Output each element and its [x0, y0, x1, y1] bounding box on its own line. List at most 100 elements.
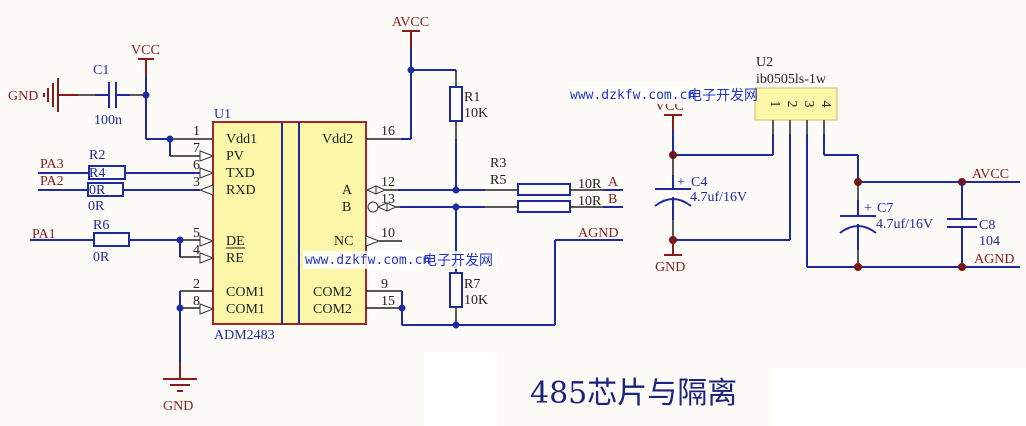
- u1-pin-name: Vdd2: [322, 132, 353, 147]
- resistor-r3: [517, 183, 571, 196]
- svg-text:电子开发网: 电子开发网: [688, 88, 758, 104]
- capacitor-c1: [95, 82, 130, 108]
- u2-ref: U2: [756, 55, 773, 70]
- junction: [398, 304, 406, 312]
- c4-value: 4.7uf/16V: [690, 190, 747, 205]
- ic-u2-ib0505ls: [754, 87, 838, 121]
- u1-pin-name: COM1: [226, 285, 265, 300]
- r7-value: 10K: [464, 293, 488, 308]
- svg-text:www.dzkfw.com.cn: www.dzkfw.com.cn: [570, 88, 695, 103]
- watermark-top: www.dzkfw.com.cn 电子开发网: [568, 86, 758, 104]
- u1-pin-num: 9: [381, 277, 388, 292]
- r2-ref: R2: [89, 148, 105, 163]
- ic-u1-adm2483: [212, 121, 367, 325]
- u1-pin-num: 4: [193, 243, 200, 258]
- gnd-symbol-left: [43, 78, 78, 112]
- r4-ref: R4: [89, 166, 105, 181]
- u1-pin-name: COM2: [313, 285, 352, 300]
- gnd-label: GND: [8, 89, 38, 104]
- net-b-label: B: [608, 192, 617, 207]
- r3-value: 10R: [578, 177, 602, 192]
- r4-value: 0R: [88, 199, 105, 214]
- background-patch: [773, 368, 1026, 426]
- u1-pin-num: 6: [193, 158, 200, 173]
- resistor-r6: [93, 232, 130, 247]
- c4-ref: C4: [691, 175, 707, 190]
- u1-pin-num: 5: [193, 226, 200, 241]
- agnd-label-mid: AGND: [578, 226, 618, 241]
- junction: [452, 321, 460, 329]
- svg-text:2: 2: [784, 101, 799, 108]
- bidir-pin-b: [367, 201, 398, 213]
- r3-ref: R3: [490, 156, 506, 171]
- u1-pin-num: 15: [381, 294, 395, 309]
- u1-pin-name: DE: [226, 234, 245, 249]
- u1-pin-name: NC: [334, 234, 353, 249]
- pa2-label: PA2: [40, 174, 64, 189]
- svg-text:4: 4: [818, 101, 833, 108]
- u1-pin-name: Vdd1: [226, 132, 257, 147]
- resistor-r5: [517, 200, 571, 213]
- u1-pin-num: 10: [381, 226, 395, 241]
- c8-ref: C8: [979, 218, 995, 233]
- r1-ref: R1: [464, 90, 480, 105]
- vcc-symbol-right: [664, 114, 682, 130]
- gnd-label-bottom: GND: [163, 399, 193, 414]
- c1-value: 100n: [94, 113, 122, 128]
- capacitor-c7-polarized: [839, 200, 877, 250]
- u1-part: ADM2483: [214, 328, 275, 343]
- u1-pin-name: COM1: [226, 302, 265, 317]
- u1-pin-num: 8: [193, 294, 200, 309]
- svg-text:1: 1: [767, 101, 782, 108]
- junction: [854, 263, 862, 271]
- junction: [142, 91, 150, 99]
- watermark-middle: www.dzkfw.com.cn 电子开发网: [303, 251, 497, 269]
- r5-value: 10R: [578, 194, 602, 209]
- u1-pin-num: 16: [381, 124, 395, 139]
- r1-value: 10K: [464, 106, 488, 121]
- c8-value: 104: [979, 234, 1000, 249]
- pa1-label: PA1: [32, 227, 56, 242]
- r7-ref: R7: [464, 277, 480, 292]
- u1-pin-name: RXD: [226, 183, 256, 198]
- c1-ref: C1: [93, 63, 109, 78]
- vcc-symbol-left: [138, 58, 154, 75]
- c7-value: 4.7uf/16V: [876, 217, 933, 232]
- r2-value: 0R: [89, 183, 106, 198]
- u1-ref: U1: [214, 107, 231, 122]
- gnd-symbol-right: [664, 240, 682, 256]
- u1-pin-name: B: [342, 200, 351, 215]
- bidir-pin-a: [365, 185, 387, 195]
- u2-part: ib0505ls-1w: [756, 72, 827, 87]
- c7-ref: C7: [877, 201, 893, 216]
- c4-polarity: +: [677, 175, 685, 190]
- u1-pin-name: TXD: [226, 166, 255, 181]
- u1-pin-name: RE: [226, 251, 244, 266]
- u1-pin-num: 3: [193, 175, 200, 190]
- gnd-label-right: GND: [655, 260, 685, 275]
- gnd-symbol-bottom: [163, 362, 197, 392]
- avcc-symbol-top: [402, 30, 420, 48]
- vcc-label-left: VCC: [131, 43, 160, 58]
- u1-pin-name: PV: [226, 149, 244, 164]
- r6-ref: R6: [93, 218, 109, 233]
- u1-pin-name: COM2: [313, 302, 352, 317]
- pin-arrows: [198, 150, 381, 315]
- svg-text:电子开发网: 电子开发网: [423, 253, 493, 269]
- junction: [958, 263, 966, 271]
- u1-pin-num: 7: [193, 141, 200, 156]
- c7-polarity: +: [864, 201, 872, 216]
- net-a-label: A: [608, 175, 619, 190]
- resistor-r1: [449, 86, 463, 122]
- svg-text:www.dzkfw.com.cn: www.dzkfw.com.cn: [305, 253, 430, 268]
- u1-pin-num: 2: [193, 277, 200, 292]
- resistor-r7: [449, 272, 463, 308]
- junction: [452, 186, 460, 194]
- svg-text:3: 3: [801, 101, 816, 108]
- capacitor-c4-polarized: [654, 175, 692, 220]
- r5-ref: R5: [490, 173, 506, 188]
- agnd-label-right: AGND: [974, 252, 1014, 267]
- avcc-label-top: AVCC: [392, 15, 429, 30]
- background-patch: [424, 352, 498, 426]
